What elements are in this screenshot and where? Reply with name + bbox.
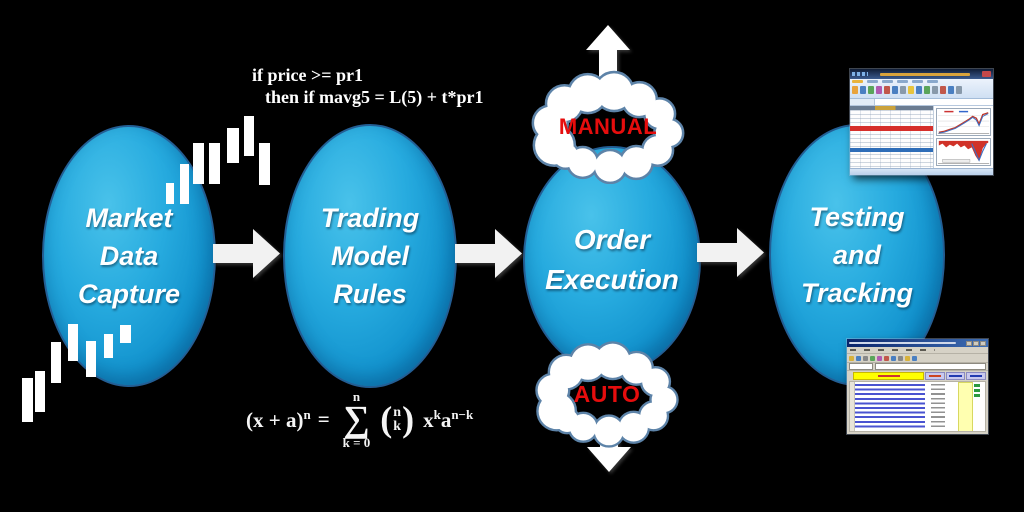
manual-arrow-up	[586, 25, 630, 83]
spreadsheet-area	[850, 106, 934, 168]
window-title-text	[880, 72, 970, 76]
quick-access-toolbar	[852, 72, 868, 76]
header-button	[966, 372, 986, 380]
close-icon	[980, 340, 986, 346]
formula-binomial-coefficient: ( n k )	[380, 399, 415, 440]
window-buttons	[966, 340, 986, 346]
price-bar	[166, 183, 174, 204]
excel-title-bar	[850, 69, 993, 79]
price-bar	[68, 324, 78, 361]
price-bar	[86, 341, 96, 377]
manual-cloud-label: MANUAL	[558, 114, 658, 139]
price-bar	[193, 143, 204, 184]
fund-table-area	[849, 381, 986, 432]
price-bar	[35, 371, 45, 412]
header-button	[945, 372, 966, 380]
formula-equals: =	[317, 407, 330, 432]
price-bar	[180, 164, 189, 204]
rule-code-snippet: if price >= pr1 then if mavg5 = L(5) + t…	[252, 64, 484, 108]
name-box	[849, 363, 873, 370]
value-column	[931, 384, 945, 430]
header-button	[925, 372, 945, 380]
excel-table-window	[847, 339, 988, 434]
rule-code-line-1: if price >= pr1	[252, 65, 363, 85]
formula-bar	[847, 363, 988, 371]
flow-arrow-2	[455, 229, 522, 278]
row-number-gutter	[850, 382, 855, 431]
sheet-header-row	[847, 371, 988, 380]
mini-price-chart	[935, 108, 991, 136]
excel-title-bar	[847, 339, 988, 347]
minimize-icon	[966, 340, 972, 346]
stage-order-execution: Order Execution	[523, 146, 701, 374]
green-cell	[973, 389, 980, 392]
auto-cloud-label: AUTO	[573, 381, 641, 407]
price-bar	[104, 334, 113, 358]
auto-cloud: AUTO	[531, 333, 683, 455]
menu-bar	[847, 347, 988, 354]
toolbar	[847, 354, 988, 363]
flow-arrow-3	[697, 228, 764, 277]
price-bar	[22, 378, 33, 422]
price-bar	[259, 143, 270, 185]
status-bar	[850, 168, 993, 175]
red-highlight-row	[850, 126, 933, 131]
yellow-highlight-column	[957, 382, 973, 431]
stage-label: Order Execution	[545, 224, 679, 295]
binomial-formula: (x + a)n = n ∑ k = 0 ( n k ) xkan−k	[246, 390, 473, 449]
formula-summation: n ∑ k = 0	[342, 389, 371, 451]
ribbon-icons	[852, 86, 991, 94]
excel-ribbon	[850, 79, 993, 99]
sheet-header-band	[850, 106, 933, 110]
green-cell	[973, 384, 980, 387]
manual-cloud: MANUAL	[527, 70, 689, 184]
mini-drawdown-chart	[935, 138, 991, 166]
rule-code-line-2: then if mavg5 = L(5) + t*pr1	[265, 87, 484, 107]
stage-trading-model-rules: Trading Model Rules	[283, 124, 457, 388]
stage-label: Market Data Capture	[77, 202, 180, 310]
formula-term: xkan−k	[423, 406, 474, 432]
close-icon	[982, 71, 991, 77]
price-bar	[244, 116, 254, 156]
window-title-text	[849, 342, 956, 344]
fund-name-rows	[855, 384, 926, 430]
stage-label: Trading Model Rules	[320, 202, 420, 310]
price-bar	[209, 143, 220, 184]
blue-highlight-row	[850, 148, 933, 152]
formula-bar	[850, 99, 993, 106]
stage-label: Testing and Tracking	[800, 201, 914, 309]
excel-chart-window	[850, 69, 993, 175]
flow-arrow-1	[213, 229, 280, 278]
price-bar	[120, 325, 131, 343]
price-bar	[51, 342, 61, 383]
formula-input	[875, 363, 986, 370]
price-bar	[227, 128, 239, 163]
yellow-header-cell	[853, 372, 925, 380]
formula-lhs: (x + a)n	[246, 406, 311, 432]
maximize-icon	[973, 340, 979, 346]
ribbon-tabs	[852, 80, 991, 84]
green-cell	[973, 394, 980, 397]
